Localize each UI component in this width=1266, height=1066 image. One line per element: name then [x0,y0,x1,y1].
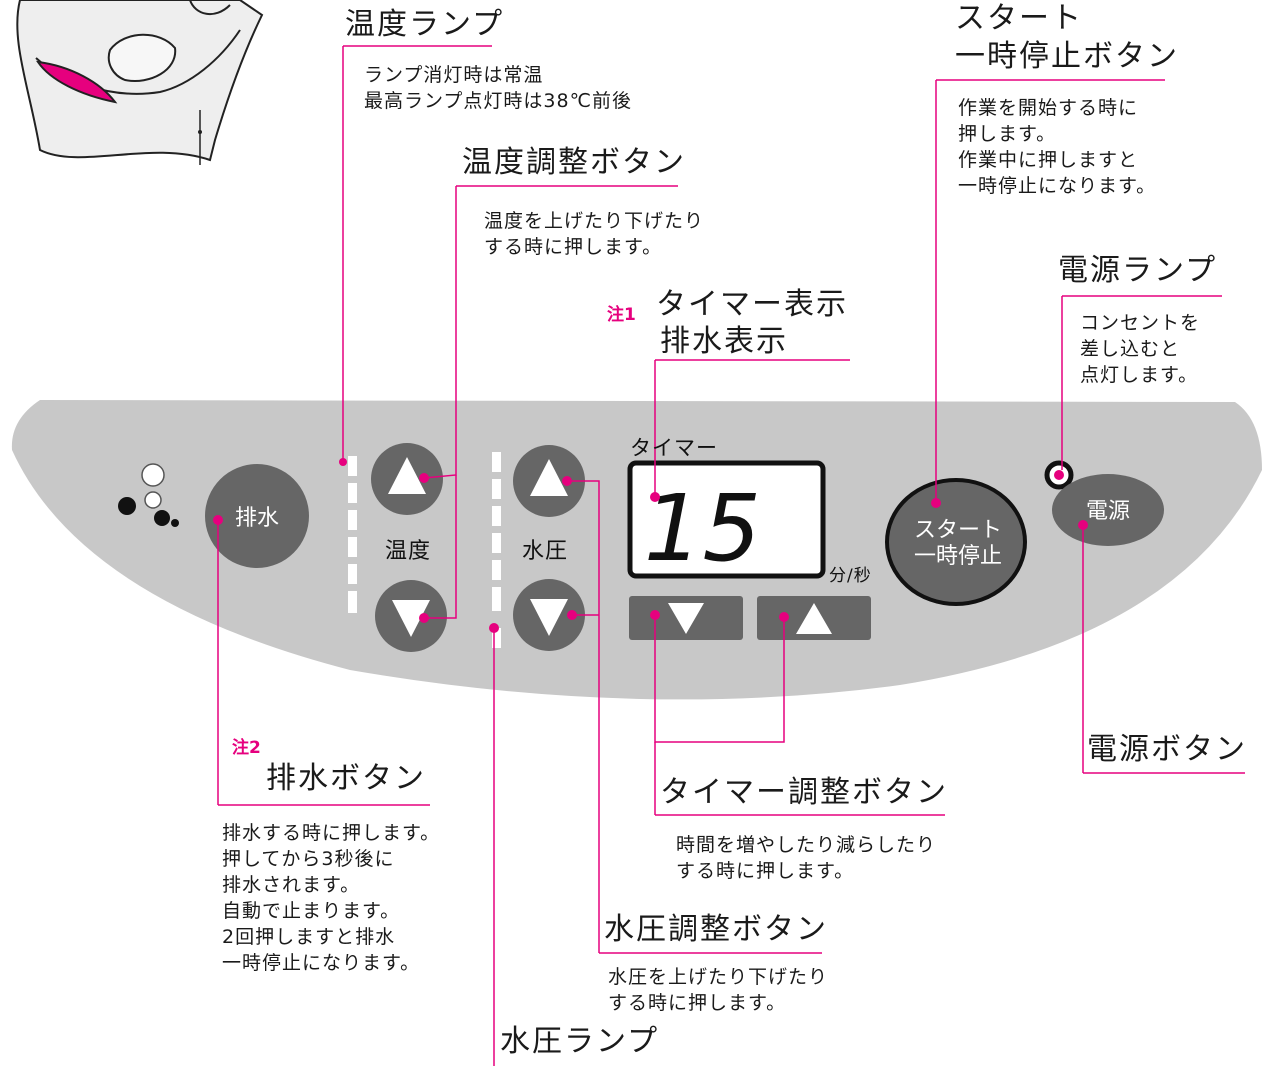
power-lamp-title: 電源ランプ [1058,253,1218,288]
start-desc: 作業を開始する時に 押します。 作業中に押しますと 一時停止になります。 [958,97,1157,197]
water-pressure-lamp-title: 水圧ランプ [500,1024,660,1059]
triangle-down-icon [668,603,704,634]
title-underlines [218,45,1245,954]
temperature-lamp-bar [348,456,357,613]
drain-display-title: 排水表示 [660,324,788,359]
water-pressure-adjust-title: 水圧調整ボタン [604,912,828,947]
triangle-up-icon [530,459,568,496]
power-lamp-desc: コンセントを 差し込むと 点灯します。 [1080,312,1201,386]
timer-label: タイマー [630,436,718,460]
temp-adjust-title: 温度調整ボタン [462,145,686,180]
timer-display [627,460,826,579]
drain-button-desc: 排水する時に押します。 押してから3秒後に 排水されます。 自動で止まります。 … [222,822,441,974]
temp-lamp-title: 温度ランプ [345,7,505,42]
drain-button[interactable] [205,464,309,568]
temperature-label: 温度 [385,539,432,564]
triangle-down-icon [530,599,568,636]
timer-display-title: タイマー表示 [656,287,848,322]
water-pressure-adjust-desc: 水圧を上げたり下げたり する時に押します。 [608,966,829,1014]
timer-adjust-title: タイマー調整ボタン [660,775,948,810]
power-button-label: 電源 [1086,499,1130,524]
water-pressure-label: 水圧 [522,539,569,564]
water-pressure-lamp-bar [492,452,501,648]
note2-mark: 注2 [232,738,261,758]
triangle-up-icon [796,603,832,634]
device-illustration [16,0,264,165]
indicator-dots [118,463,179,527]
temp-lamp-desc: ランプ消灯時は常温 最高ランプ点灯時は38℃前後 [364,64,632,112]
leader-dots [213,458,1088,633]
start-button-line1: スタート [914,518,1002,543]
start-title-line1: スタート [955,1,1083,36]
triangle-down-icon [392,600,430,637]
timer-unit-label: 分/秒 [829,566,872,586]
timer-value: 15 [644,475,761,582]
note1-mark: 注1 [607,305,636,325]
triangle-up-icon [388,457,426,494]
start-title-line2: 一時停止ボタン [955,39,1179,74]
start-button-line2: 一時停止 [914,544,1002,569]
temp-adjust-desc: 温度を上げたり下げたり する時に押します。 [484,210,705,258]
drain-button-title: 排水ボタン [266,761,426,796]
drain-button-label: 排水 [235,506,279,531]
start-pause-button[interactable] [885,478,1027,606]
timer-adjust-desc: 時間を増やしたり減らしたり する時に押します。 [676,834,937,882]
power-button-title: 電源ボタン [1087,732,1247,767]
